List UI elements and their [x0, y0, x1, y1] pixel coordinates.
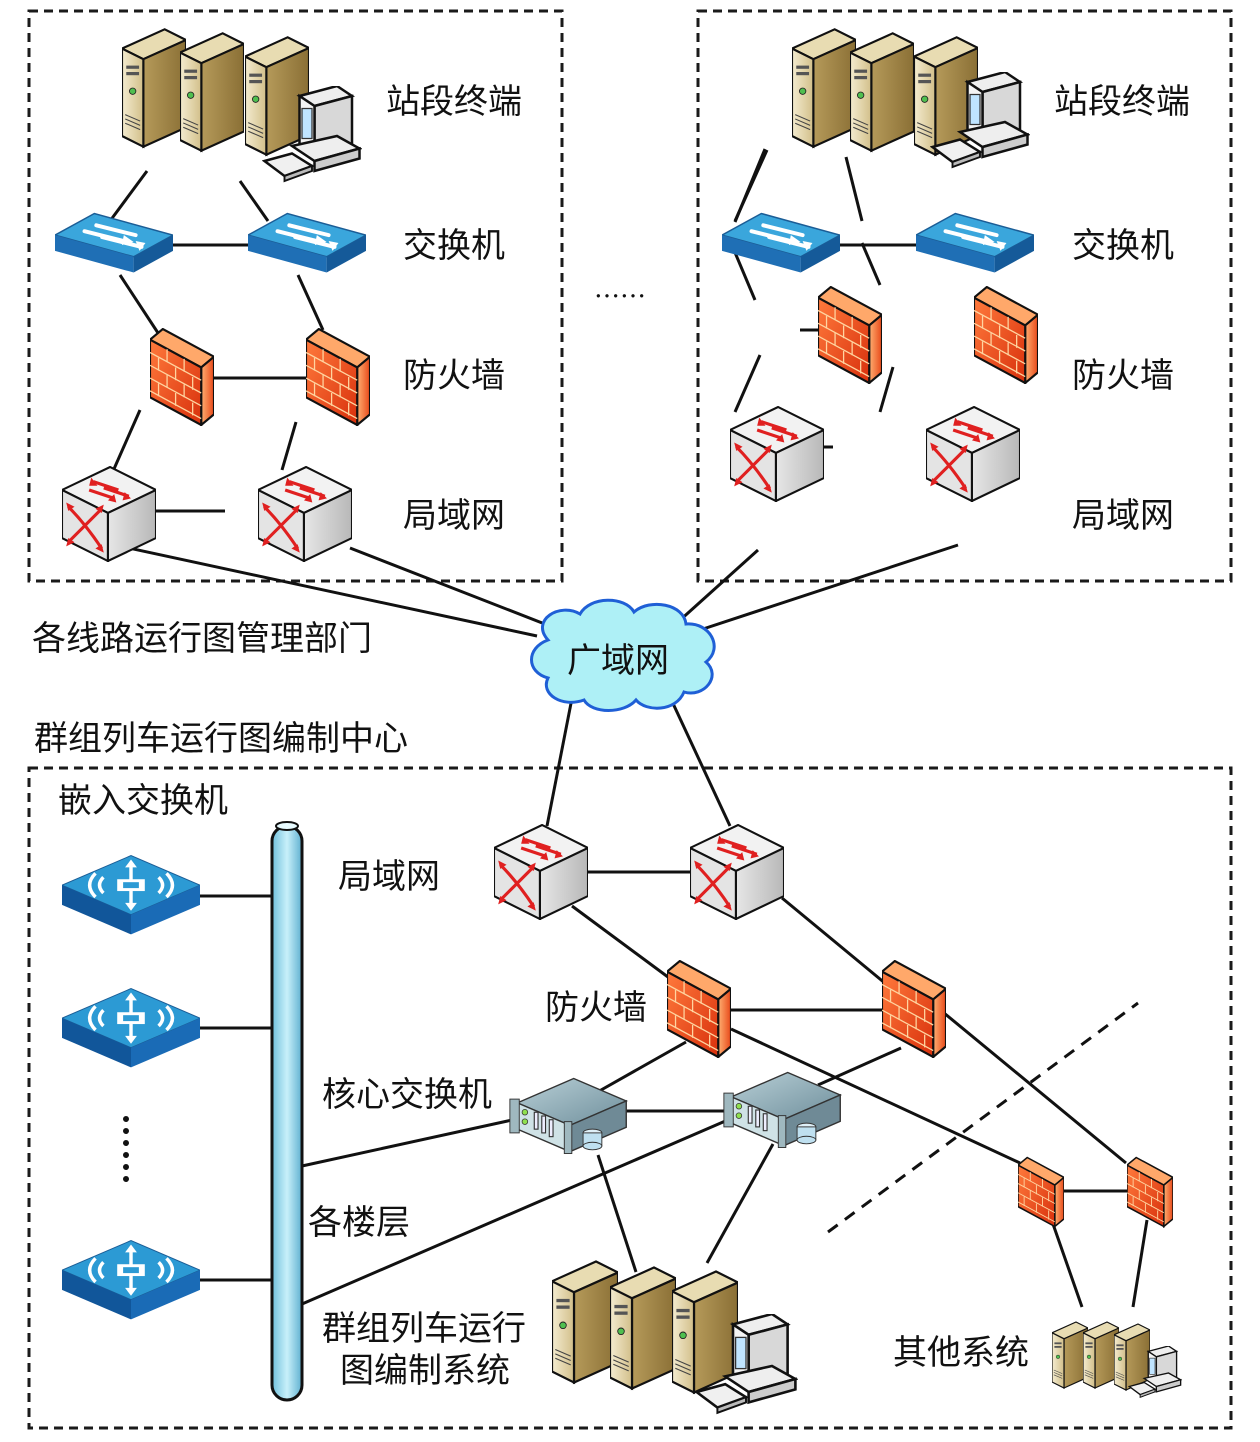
link: [817, 1046, 902, 1087]
link: [296, 274, 325, 331]
label-terminal: 站段终端: [386, 82, 522, 122]
label-firewall: 防火墙: [403, 356, 505, 396]
link: [238, 180, 270, 222]
label-switch: 交换机: [1072, 226, 1174, 266]
lan-router-icon[interactable]: [258, 466, 352, 562]
core-switch-label: 核心交换机: [322, 1075, 492, 1115]
region-box-top-right: [696, 9, 1233, 583]
firewall-icon[interactable]: [306, 328, 370, 426]
link: [844, 156, 864, 222]
label-lan: 局域网: [1072, 496, 1174, 536]
backbone-pipe: [270, 824, 304, 1402]
firewall-small-icon[interactable]: [1127, 1156, 1173, 1228]
wan-cloud[interactable]: 广域网: [530, 598, 716, 712]
link: [699, 543, 959, 632]
lan-router-icon[interactable]: [494, 824, 588, 920]
firewall-small-icon[interactable]: [1018, 1156, 1064, 1228]
link: [1051, 1223, 1084, 1308]
region-box-center: [27, 766, 1233, 1430]
link: [705, 1143, 775, 1264]
bottom-lan-label: 局域网: [338, 857, 440, 897]
switch-icon[interactable]: [248, 214, 366, 273]
link: [596, 1154, 638, 1273]
dept-label: 各线路运行图管理部门: [32, 619, 372, 659]
switch-icon[interactable]: [916, 214, 1034, 273]
link: [118, 274, 162, 337]
floors-label: 各楼层: [308, 1203, 410, 1243]
cloud-icon: [530, 598, 716, 712]
link: [781, 896, 887, 986]
top-right-terminals[interactable]: [792, 28, 1029, 169]
lan-router-icon[interactable]: [926, 406, 1020, 502]
link: [943, 1011, 1127, 1165]
link: [301, 1118, 513, 1168]
link: [349, 546, 556, 630]
server-icon: [792, 28, 856, 148]
ellipsis: ……: [594, 274, 646, 304]
link: [1131, 1219, 1149, 1308]
link: [733, 354, 762, 413]
link: [108, 170, 149, 222]
other-systems-label: 其他系统: [893, 1333, 1029, 1373]
link: [878, 366, 895, 413]
firewall-icon[interactable]: [667, 960, 731, 1058]
embedded-switch-icon[interactable]: [62, 1240, 200, 1320]
server-icon: [1052, 1321, 1088, 1389]
firewall-icon[interactable]: [882, 960, 946, 1058]
floor-backbone: [270, 821, 304, 1402]
label-firewall: 防火墙: [1072, 356, 1174, 396]
firewall-icon[interactable]: [150, 328, 214, 426]
region-box-top-left: [27, 9, 564, 583]
vertical-ellipsis: [123, 1116, 129, 1182]
link: [733, 148, 767, 223]
server-icon: [1083, 1321, 1119, 1389]
other-systems-cluster[interactable]: [1052, 1321, 1182, 1398]
system-label-line1: 群组列车运行: [322, 1309, 526, 1349]
label-switch: 交换机: [403, 226, 505, 266]
server-icon: [850, 32, 914, 152]
server-icon: [610, 1266, 676, 1390]
server-icon: [1114, 1323, 1150, 1391]
lan-router-icon[interactable]: [62, 466, 156, 562]
link: [730, 1027, 1021, 1165]
link: [571, 904, 673, 982]
top-left-terminals[interactable]: [122, 28, 361, 183]
core-switch-icon[interactable]: [509, 1077, 627, 1155]
system-label-line2: 图编制系统: [340, 1351, 510, 1391]
link: [545, 692, 575, 827]
wan-label: 广域网: [567, 641, 669, 681]
scheduling-system-cluster[interactable]: [552, 1260, 797, 1415]
firewall-icon[interactable]: [974, 286, 1038, 384]
link: [301, 1117, 731, 1306]
backbone-pipe-top: [275, 821, 299, 831]
label-terminal: 站段终端: [1054, 82, 1190, 122]
firewall-icon[interactable]: [818, 286, 882, 384]
link: [280, 421, 298, 471]
link: [676, 548, 760, 624]
embedded-switch-icon[interactable]: [62, 988, 200, 1068]
links: [108, 148, 1149, 1308]
embedded-switch-label: 嵌入交换机: [58, 781, 228, 821]
link: [668, 696, 732, 827]
server-icon: [552, 1260, 618, 1384]
server-icon: [180, 32, 244, 152]
switch-icon[interactable]: [55, 214, 173, 273]
bottom-firewall-label: 防火墙: [545, 988, 647, 1028]
link: [593, 1040, 687, 1096]
security-boundary-line: [827, 1001, 1139, 1234]
server-icon: [672, 1270, 738, 1394]
link: [860, 242, 882, 286]
lan-router-icon[interactable]: [730, 406, 824, 502]
link: [108, 409, 142, 479]
server-icon: [122, 28, 186, 148]
embedded-switch-icon[interactable]: [62, 855, 200, 935]
center-label: 群组列车运行图编制中心: [34, 719, 408, 759]
label-lan: 局域网: [403, 496, 505, 536]
lan-router-icon[interactable]: [690, 824, 784, 920]
link: [123, 545, 538, 638]
